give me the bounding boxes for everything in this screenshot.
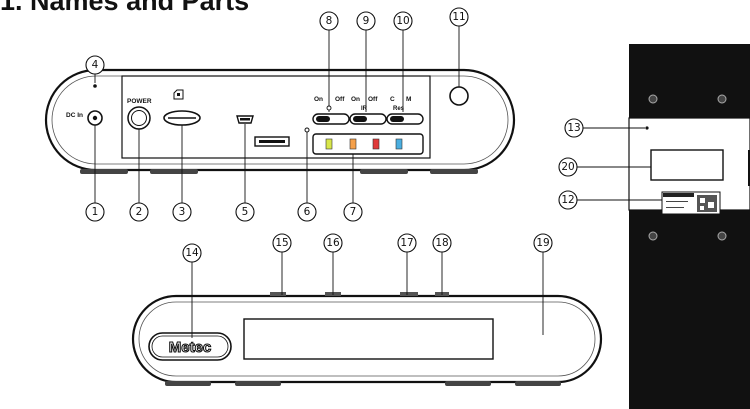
callout-2: 2: [129, 202, 149, 222]
callout-6: 6: [297, 202, 317, 222]
sd-card-icon: [173, 89, 184, 100]
switch-9[interactable]: [349, 113, 387, 125]
side-leader-lines: [577, 127, 662, 201]
callout-18: 18: [432, 233, 452, 253]
status-led: [93, 84, 97, 88]
callout-5: 5: [235, 202, 255, 222]
svg-text:6: 6: [304, 206, 311, 218]
callout-15: 15: [272, 233, 292, 253]
callout-9: 9: [356, 11, 376, 31]
top-view: [131, 292, 603, 386]
svg-text:11: 11: [452, 11, 465, 23]
svg-text:4: 4: [92, 59, 99, 71]
front-leader-lines: [94, 26, 460, 203]
svg-text:5: 5: [242, 206, 249, 218]
svg-text:16: 16: [326, 237, 340, 249]
svg-text:20: 20: [561, 161, 574, 173]
callout-10: 10: [393, 11, 413, 31]
callout-7: 7: [343, 202, 363, 222]
svg-text:13: 13: [567, 122, 580, 134]
callout-12: 12: [558, 190, 578, 210]
callout-1: 1: [85, 202, 105, 222]
dc-in-jack[interactable]: [87, 110, 103, 126]
logo-text: Metec: [169, 339, 212, 356]
side-view: [628, 44, 750, 409]
callout-19: 19: [533, 233, 553, 253]
callout-20: 20: [558, 157, 578, 177]
callout-11: 11: [449, 7, 469, 27]
callout-4: 4: [85, 55, 105, 75]
page-title: 1. Names and Parts: [0, 0, 250, 16]
svg-text:1: 1: [92, 206, 99, 218]
top-right-button[interactable]: [449, 86, 469, 106]
top-leader-lines: [191, 252, 544, 338]
switch-9-off-label: Off: [368, 96, 378, 103]
callout-16: 16: [323, 233, 343, 253]
front-view: [44, 68, 516, 174]
sd-card-slot[interactable]: [163, 110, 201, 126]
svg-text:7: 7: [350, 206, 357, 218]
callout-14: 14: [182, 243, 202, 263]
switch-8[interactable]: [312, 113, 350, 125]
dc-in-label: DC In: [66, 112, 83, 119]
indicator-led-strip: [312, 133, 424, 155]
svg-text:8: 8: [326, 15, 333, 27]
svg-text:17: 17: [400, 237, 413, 249]
callout-13: 13: [564, 118, 584, 138]
svg-text:2: 2: [136, 206, 143, 218]
callout-3: 3: [172, 202, 192, 222]
metec-logo: Metec: [148, 332, 232, 361]
switch-8-on-label: On: [314, 96, 323, 103]
power-button[interactable]: [127, 106, 151, 130]
callout-8: 8: [319, 11, 339, 31]
svg-text:18: 18: [435, 237, 448, 249]
hdmi-port[interactable]: [254, 136, 290, 147]
svg-text:14: 14: [185, 247, 199, 259]
power-label: POWER: [127, 98, 152, 105]
mini-usb-port[interactable]: [236, 115, 254, 124]
switch-9-on-label: On: [351, 96, 360, 103]
switch-10[interactable]: [386, 113, 424, 125]
svg-text:19: 19: [536, 237, 549, 249]
switch-9-label: IR: [361, 106, 368, 112]
svg-text:12: 12: [561, 194, 574, 206]
svg-text:9: 9: [363, 15, 370, 27]
switch-10-label: Res: [393, 106, 405, 112]
svg-text:10: 10: [396, 15, 409, 27]
switch-10-m-label: M: [406, 96, 411, 103]
switch-10-c-label: C: [390, 96, 395, 103]
callout-17: 17: [397, 233, 417, 253]
svg-text:15: 15: [275, 237, 288, 249]
svg-text:3: 3: [179, 206, 186, 218]
switch-8-off-label: Off: [335, 96, 345, 103]
